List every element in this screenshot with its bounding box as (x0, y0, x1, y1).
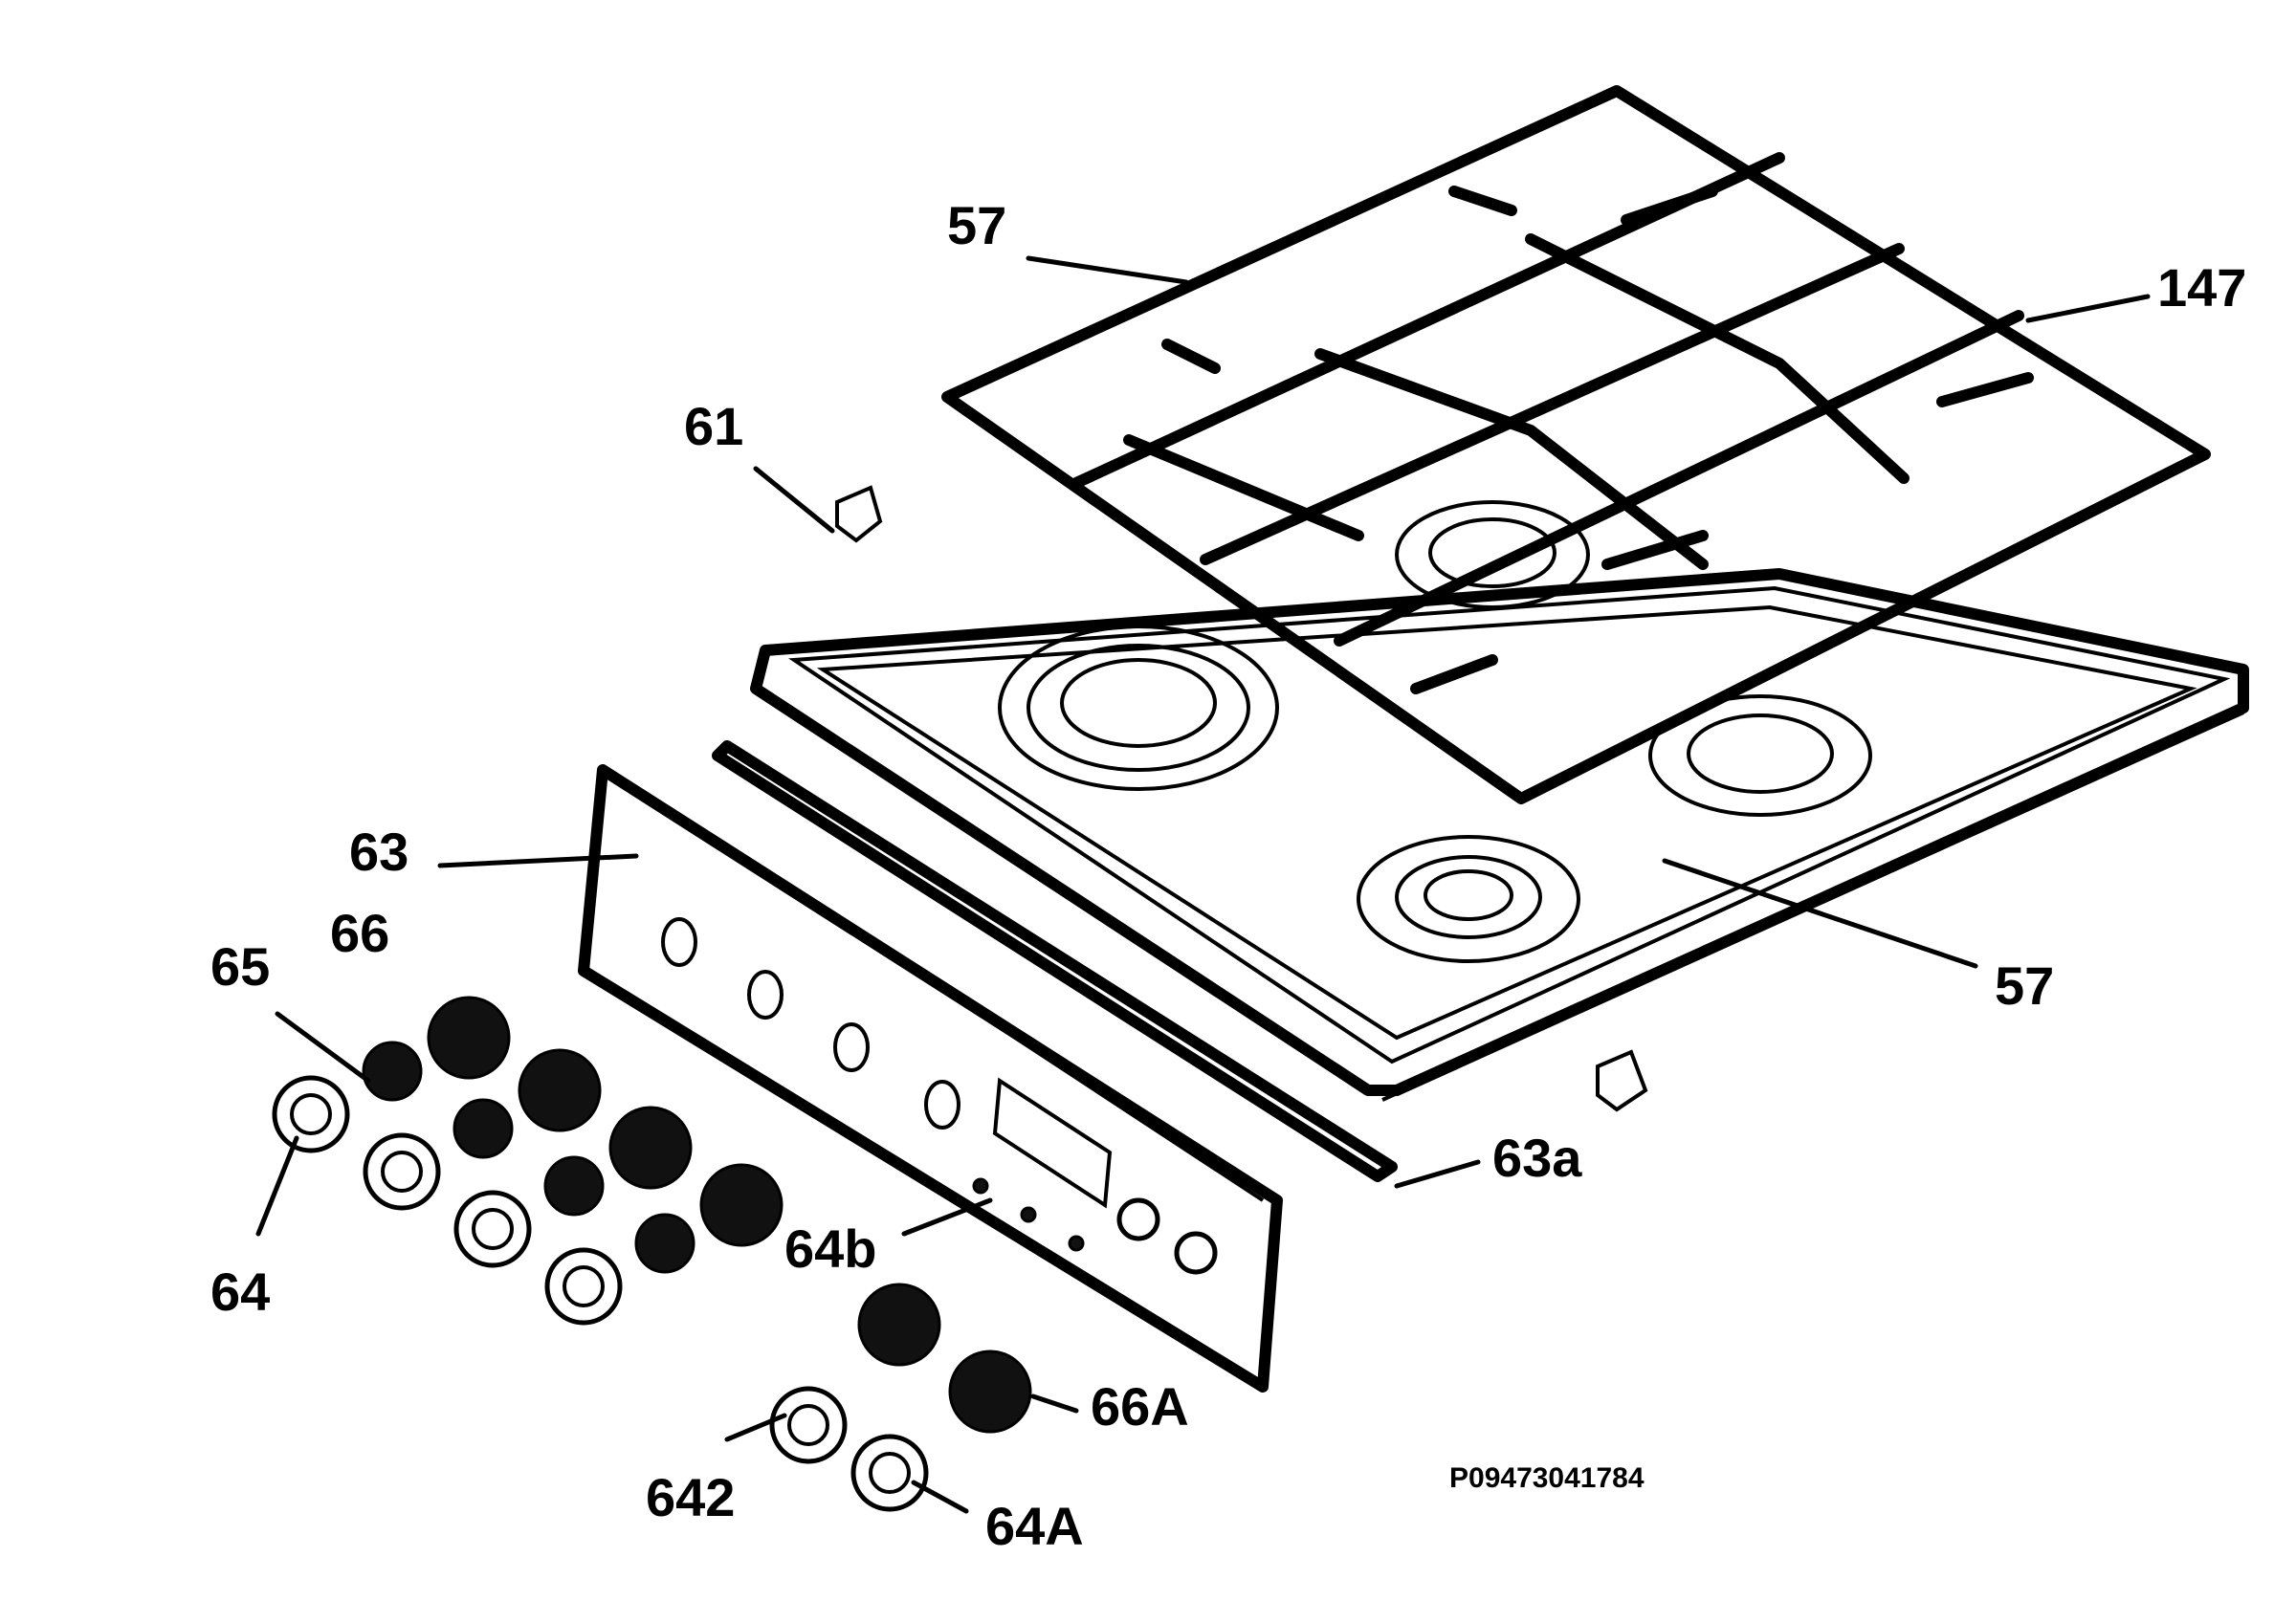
burner-rear-center (1395, 500, 1590, 609)
knob-66A-pair (857, 1283, 1032, 1434)
pan-support-grid (941, 85, 2211, 804)
callout-63a: 63a (1492, 1128, 1582, 1188)
burner-right (1648, 694, 1872, 817)
burner-front-center (1357, 835, 1580, 963)
timer-display (992, 1077, 1113, 1209)
callout-147: 147 (2157, 257, 2246, 318)
callout-66: 66 (330, 903, 389, 963)
callout-64: 64 (210, 1262, 270, 1322)
callout-57-hob: 57 (1995, 955, 2054, 1016)
fixing-clip-lower (1596, 1049, 1648, 1112)
drawing-code: P09473041784 (1449, 1462, 1645, 1494)
callout-63: 63 (349, 822, 408, 882)
bezel-ring-64-row (272, 1075, 623, 1326)
knob-65-row (362, 1041, 695, 1274)
callout-64A: 64A (985, 1496, 1084, 1556)
callout-57-grid: 57 (947, 195, 1006, 255)
control-panel (578, 764, 1283, 1393)
callout-642: 642 (646, 1467, 735, 1527)
knob-66-row (427, 996, 784, 1247)
leader-lines (255, 255, 2151, 1514)
callout-66A: 66A (1091, 1376, 1189, 1437)
fixing-clip (835, 485, 883, 543)
hob-top (750, 500, 2249, 1102)
callout-61: 61 (684, 396, 743, 456)
front-strip (712, 740, 1398, 1182)
bezel-ring-pair (769, 1386, 929, 1512)
burner-front-left (998, 625, 1279, 791)
callout-64b: 64b (784, 1218, 877, 1279)
callout-65: 65 (210, 936, 270, 997)
